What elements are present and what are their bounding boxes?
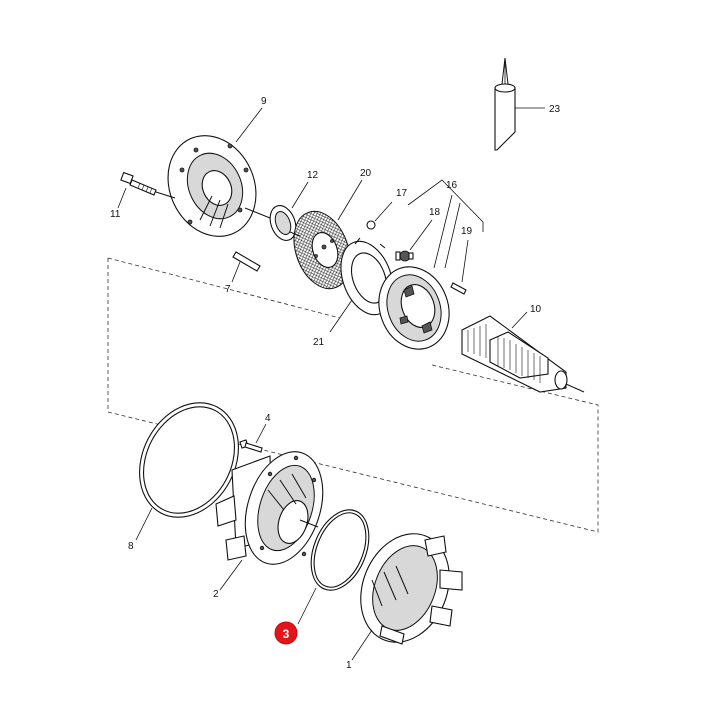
callout-1: 1 [346,660,352,671]
callout-11: 11 [110,209,121,220]
part-7-dowel-pin [231,251,261,283]
part-16-clutch-hub [378,179,484,350]
callout-23: 23 [549,104,561,115]
callout-2: 2 [213,589,219,600]
highlight-callout-3[interactable]: 3 [274,621,298,645]
part-9-pump-cover [167,107,263,237]
callout-16: 16 [446,180,458,191]
callout-4: 4 [265,413,271,424]
highlight-badge[interactable] [274,621,298,645]
callout-18: 18 [429,207,441,218]
part-10-shaft [461,311,585,393]
callout-labels: 1 2 4 7 8 9 10 11 12 16 17 18 19 20 21 2… [110,96,561,671]
callout-10: 10 [530,304,542,315]
highlight-label[interactable]: 3 [283,627,290,641]
callout-7: 7 [225,284,231,295]
part-20-friction-disc [289,179,363,290]
part-19-roll-pin [450,239,469,295]
part-8-large-oring [135,402,239,541]
part-17-small-oring [366,201,393,230]
part-11-bolt [117,171,176,209]
callout-12: 12 [307,170,319,181]
callout-8: 8 [128,541,134,552]
callout-19: 19 [461,226,473,237]
part-18-fitting [395,219,433,262]
part-1-gear-ring [351,533,463,661]
part-2-pump-housing [215,451,324,591]
part-3-oring [297,509,370,625]
part-12-seal [244,181,309,241]
callout-17: 17 [396,188,408,199]
callout-9: 9 [261,96,267,107]
callout-21: 21 [313,337,325,348]
part-23-sealant-tube [494,57,545,151]
callout-20: 20 [360,168,372,179]
part-4-screw [239,423,267,453]
